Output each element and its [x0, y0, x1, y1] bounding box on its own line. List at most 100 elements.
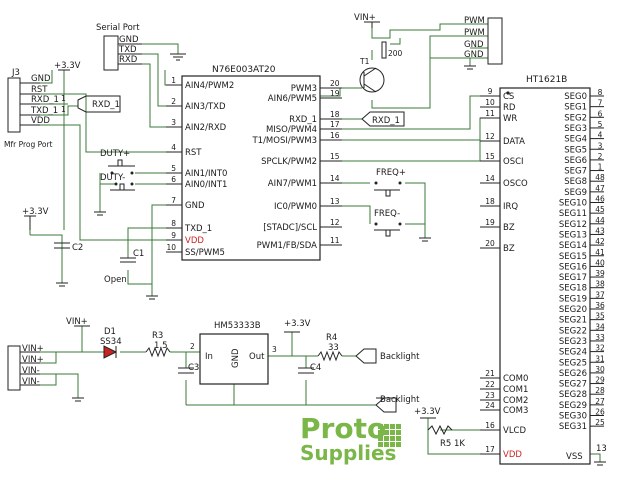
ht-seg-name: SEG2 — [564, 113, 587, 123]
ht-pin-name: VLCD — [503, 426, 526, 436]
mcu-pin-num: 15 — [330, 152, 340, 161]
mcu-pin-name: PWM1/FB/SDA — [257, 241, 318, 251]
ht-pin-num: 17 — [485, 445, 495, 454]
mcu-pin-num: 14 — [330, 174, 340, 183]
mcu-pin-name: MISO/PWM4 — [266, 125, 317, 135]
ht-seg-num: 38 — [595, 280, 605, 289]
ht-pin-num: 16 — [485, 421, 495, 430]
mcu-pin-name: AIN1/INT0 — [185, 169, 227, 179]
ht-pin-name: RD — [503, 103, 516, 113]
d1-label: D1 — [104, 327, 116, 337]
pwm-conn-pin: GND — [464, 40, 484, 50]
serial-title: Serial Port — [96, 23, 140, 33]
power-section: VIN+VIN+VIN-VIN- VIN+ D1 SS34 R3 1.5 HM5… — [7, 317, 420, 413]
pwm-conn-pin: PWM — [464, 16, 485, 26]
ht-seg-name: SEG5 — [564, 145, 587, 155]
ht-seg-num: 43 — [595, 226, 605, 235]
mcu-pin-name: AIN4/PWM2 — [185, 81, 234, 91]
ht-seg-name: SEG11 — [559, 209, 587, 219]
c2-label: C2 — [72, 243, 83, 253]
mcu-pin-name: IC0/PWM0 — [274, 202, 317, 212]
freq-switches: FREQ+ FREQ- — [374, 168, 431, 242]
ht-pin-num: 12 — [485, 132, 495, 141]
v33-b: +3.3V — [22, 207, 49, 217]
ht-seg-num: 26 — [595, 408, 605, 417]
ht-pin-num: 19 — [485, 218, 495, 227]
mcu-pin-name: GND — [185, 201, 205, 211]
freq-plus-label: FREQ+ — [376, 168, 406, 178]
ht-seg-name: SEG31 — [559, 422, 587, 432]
j3-pin-one-a: 1 — [61, 94, 66, 103]
ht-seg-num: 1 — [598, 163, 603, 172]
mcu-pin-num: 18 — [330, 110, 340, 119]
ht-seg-num: 40 — [595, 258, 605, 267]
ht-seg-name: SEG30 — [559, 412, 587, 422]
ht-seg-name: SEG8 — [564, 177, 587, 187]
vin-top: VIN+ — [354, 13, 376, 23]
mcu-pin-name: AIN3/TXD — [185, 102, 226, 112]
mcu-pin-name: SS/PWM5 — [185, 248, 225, 258]
ht-seg-num: 30 — [595, 365, 605, 374]
ht-seg-num: 46 — [595, 195, 605, 204]
c3-label: C3 — [188, 363, 199, 373]
ht-pin-name: COM3 — [503, 406, 528, 416]
ht-seg-num: 39 — [595, 269, 605, 278]
duty-minus-label: DUTY- — [100, 173, 125, 183]
ht-pin-num: 11 — [485, 109, 495, 118]
mcu-pin-num: 9 — [171, 231, 176, 240]
ht-pin-name: IRQ — [503, 202, 518, 212]
mcu-pin-num: 10 — [166, 243, 176, 252]
mcu-pin-name: TXD_1 — [184, 224, 212, 234]
ht-pin-name: CS — [503, 92, 514, 102]
v33-a: +3.3V — [54, 61, 81, 71]
ht-pin-num: 20 — [485, 239, 495, 248]
c1-label: C1 — [133, 249, 144, 259]
ht-seg-num: 32 — [595, 344, 605, 353]
ht-seg-name: SEG7 — [564, 167, 587, 177]
mcu-pin-name: VDD — [185, 236, 204, 246]
backlight-1: Backlight — [380, 352, 420, 362]
r4-value: 33 — [328, 343, 339, 353]
ht-seg-num: 47 — [595, 184, 605, 193]
pwr-pin-label: VIN- — [22, 366, 40, 376]
ht-pin-name: COM2 — [503, 396, 528, 406]
ht-pin-num: 15 — [485, 152, 495, 161]
mcu-pin-num: 2 — [171, 97, 176, 106]
mcu-pin-num: 5 — [171, 164, 176, 173]
mcu-pin-name: AIN0/INT1 — [185, 180, 227, 190]
v33-d: +3.3V — [414, 407, 441, 417]
ht-pin-name: BZ — [503, 223, 515, 233]
caps-left: +3.3V C2 C1 Open — [22, 207, 158, 300]
ht-pin-name: COM0 — [503, 374, 528, 384]
ht-seg-name: SEG20 — [559, 305, 587, 315]
ht-seg-num: 45 — [595, 205, 605, 214]
r-pwm-label: 200 — [388, 49, 403, 58]
ht-vss-num: 13 — [596, 444, 607, 454]
ht-seg-num: 27 — [595, 397, 605, 406]
rxd1-flag-right-label: RXD_1 — [372, 116, 400, 126]
ht-seg-num: 25 — [595, 418, 605, 427]
mcu-chip: N76E003AT20 1AIN4/PWM22AIN3/TXD3AIN2/RXD… — [166, 65, 342, 261]
reg-gnd: GND — [231, 348, 241, 368]
pwr-pin-label: VIN+ — [22, 344, 44, 354]
ht-pin-num: 23 — [485, 391, 495, 400]
mcu-pin-name: [STADC]/SCL — [263, 223, 317, 233]
serial-pin-rxd: RXD — [119, 55, 138, 65]
ht-pin-num: 10 — [485, 98, 495, 107]
ht-seg-num: 37 — [595, 290, 605, 299]
j3-pin-label: TXD_1 — [30, 106, 58, 116]
t1-label: T1 — [359, 57, 370, 66]
rxd1-flag-left: RXD_1 — [92, 100, 120, 110]
c4-label: C4 — [310, 363, 321, 373]
serial-pin-gnd: GND — [119, 35, 139, 45]
ht-seg-name: SEG25 — [559, 358, 587, 368]
ht-seg-name: SEG26 — [559, 369, 587, 379]
logo-line1: Proto — [300, 412, 386, 445]
ht-pin-name: OSCI — [503, 157, 524, 167]
ht-seg-name: SEG18 — [559, 284, 587, 294]
ht-pin-num: 9 — [488, 87, 493, 96]
mcu-pin-name: T1/MOSI/PWM3 — [251, 136, 317, 146]
ht-seg-num: 35 — [595, 312, 605, 321]
